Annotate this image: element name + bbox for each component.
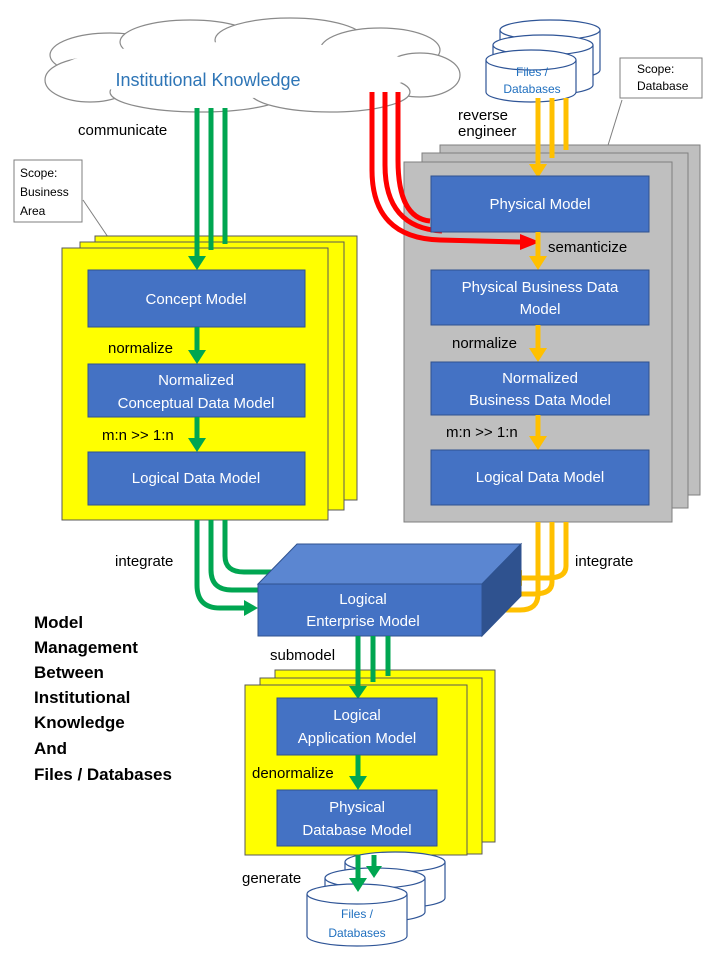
edge-integrate-right: integrate: [575, 553, 633, 570]
physical-business-line2: Model: [520, 301, 561, 318]
scope-database-callout: Scope: Database: [604, 57, 703, 156]
bottom-database-stack: Files / Databases: [306, 851, 446, 947]
physical-business-data-box: Physical Business Data Model: [430, 269, 650, 326]
edge-normalize-right: normalize: [452, 335, 517, 352]
scope-business-line1: Scope:: [20, 166, 57, 180]
logical-enterprise-model-block: Logical Enterprise Model: [256, 542, 523, 638]
normalized-business-data-box: Normalized Business Data Model: [430, 361, 650, 416]
application-line1: Logical: [333, 707, 381, 724]
physical-business-line1: Physical Business Data: [462, 279, 619, 296]
edge-reverse: reverse: [458, 107, 508, 124]
logical-application-box: Logical Application Model: [276, 697, 438, 756]
normalized-conceptual-box: Normalized Conceptual Data Model: [87, 363, 306, 418]
edge-denormalize: denormalize: [252, 765, 334, 782]
normalized-business-line1: Normalized: [502, 370, 578, 387]
edge-generate: generate: [242, 870, 301, 887]
concept-model-label: Concept Model: [146, 291, 247, 308]
right-logical-data-label: Logical Data Model: [476, 469, 604, 486]
green-submodel-arrows: [349, 636, 391, 699]
scope-business-callout: Scope: Business Area: [13, 159, 111, 241]
title-line-3: Between: [34, 663, 104, 682]
db-bottom-label-2: Databases: [328, 926, 385, 940]
title-line-5: Knowledge: [34, 713, 125, 732]
edge-integrate-left: integrate: [115, 553, 173, 570]
left-mn-arrow: [188, 417, 206, 452]
cloud-label: Institutional Knowledge: [115, 70, 300, 90]
denormalize-arrow: [349, 755, 367, 790]
enterprise-line2: Enterprise Model: [306, 613, 419, 630]
enterprise-line1: Logical: [339, 591, 387, 608]
top-database-stack: Files / Databases: [485, 19, 601, 103]
physical-db-line2: Database Model: [302, 822, 411, 839]
title-line-6: And: [34, 739, 67, 758]
edge-normalize-left: normalize: [108, 340, 173, 357]
scope-database-line2: Database: [637, 79, 689, 93]
edge-semanticize: semanticize: [548, 239, 627, 256]
physical-db-line1: Physical: [329, 799, 385, 816]
green-communicate-arrows: [188, 108, 228, 270]
edge-mn-right: m:n >> 1:n: [446, 424, 518, 441]
right-logical-data-box: Logical Data Model: [430, 449, 650, 506]
normalized-conceptual-line2: Conceptual Data Model: [118, 395, 275, 412]
concept-model-box: Concept Model: [87, 269, 306, 328]
application-line2: Application Model: [298, 730, 416, 747]
scope-database-line1: Scope:: [637, 62, 674, 76]
red-semanticize-arrows: [369, 92, 540, 250]
right-mn-arrow: [529, 415, 547, 450]
title-line-2: Management: [34, 638, 138, 657]
edge-communicate: communicate: [78, 122, 167, 139]
edge-mn-left: m:n >> 1:n: [102, 427, 174, 444]
institutional-knowledge-cloud: Institutional Knowledge: [44, 17, 461, 113]
green-generate-arrows: [349, 855, 382, 892]
scope-business-line3: Area: [20, 204, 46, 218]
right-normalize-arrow: [529, 325, 547, 362]
db-top-label-1: Files /: [516, 65, 549, 79]
diagram-title: Model Management Between Institutional K…: [34, 613, 172, 784]
edge-submodel: submodel: [270, 647, 335, 664]
left-normalize-arrow: [188, 327, 206, 364]
title-line-1: Model: [34, 613, 83, 632]
title-line-7: Files / Databases: [34, 765, 172, 784]
physical-database-box: Physical Database Model: [276, 789, 438, 847]
physical-model-label: Physical Model: [490, 196, 591, 213]
left-logical-data-label: Logical Data Model: [132, 470, 260, 487]
scope-business-line2: Business: [20, 185, 69, 199]
orange-reverse-engineer-arrows: [529, 98, 569, 178]
green-integrate-arrows: [194, 520, 272, 616]
normalized-conceptual-line1: Normalized: [158, 372, 234, 389]
db-bottom-label-1: Files /: [341, 907, 374, 921]
right-semanticize-arrow: [529, 232, 547, 270]
edge-engineer: engineer: [458, 123, 516, 140]
title-line-4: Institutional: [34, 688, 130, 707]
left-logical-data-box: Logical Data Model: [87, 451, 306, 506]
physical-model-box: Physical Model: [430, 175, 650, 233]
db-top-label-2: Databases: [503, 82, 560, 96]
normalized-business-line2: Business Data Model: [469, 392, 611, 409]
